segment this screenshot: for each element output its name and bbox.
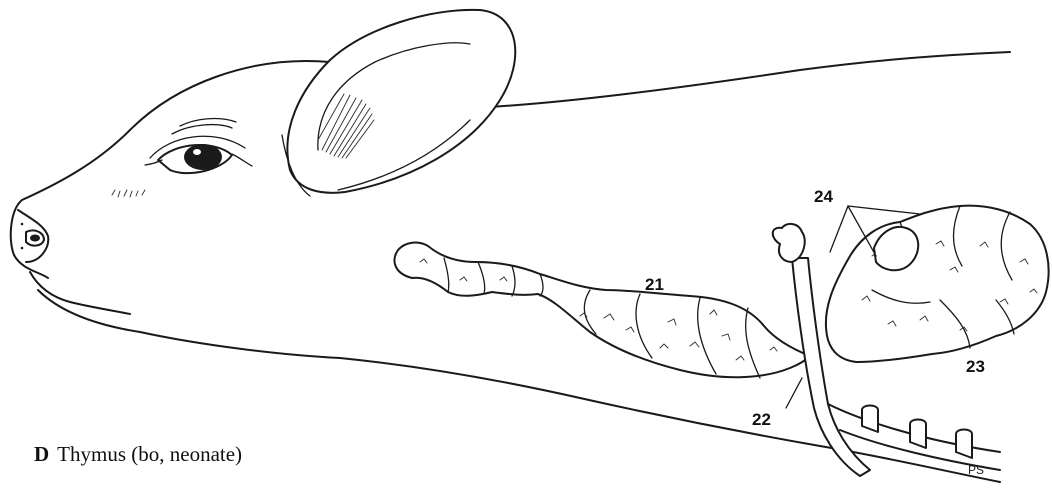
artist-signature: PS — [968, 463, 984, 477]
leader-22 — [786, 378, 802, 408]
trachea-cut-end — [773, 224, 805, 262]
mouth-line — [30, 272, 130, 314]
figure-caption: D Thymus (bo, neonate) — [34, 442, 242, 467]
ear-outline — [287, 10, 515, 193]
cheek-marks — [112, 190, 145, 197]
leader-24-c — [830, 206, 848, 252]
ventral-neck-line — [340, 358, 1000, 482]
label-23: 23 — [966, 357, 985, 376]
caption-text: Thymus (bo, neonate) — [57, 442, 242, 466]
vessel-branches — [862, 406, 972, 459]
dorsal-neck-line — [470, 52, 1010, 108]
caption-letter: D — [34, 442, 49, 466]
eye-lash-line — [232, 154, 252, 166]
eye-highlight — [193, 149, 201, 155]
leader-24-b — [848, 206, 920, 214]
thymus-thoracic-part — [826, 206, 1049, 362]
label-21: 21 — [645, 275, 664, 294]
nostril-opening — [30, 235, 40, 242]
label-24: 24 — [814, 187, 833, 206]
lower-jaw — [38, 290, 340, 358]
label-22: 22 — [752, 410, 771, 429]
eye-iris — [184, 144, 222, 170]
